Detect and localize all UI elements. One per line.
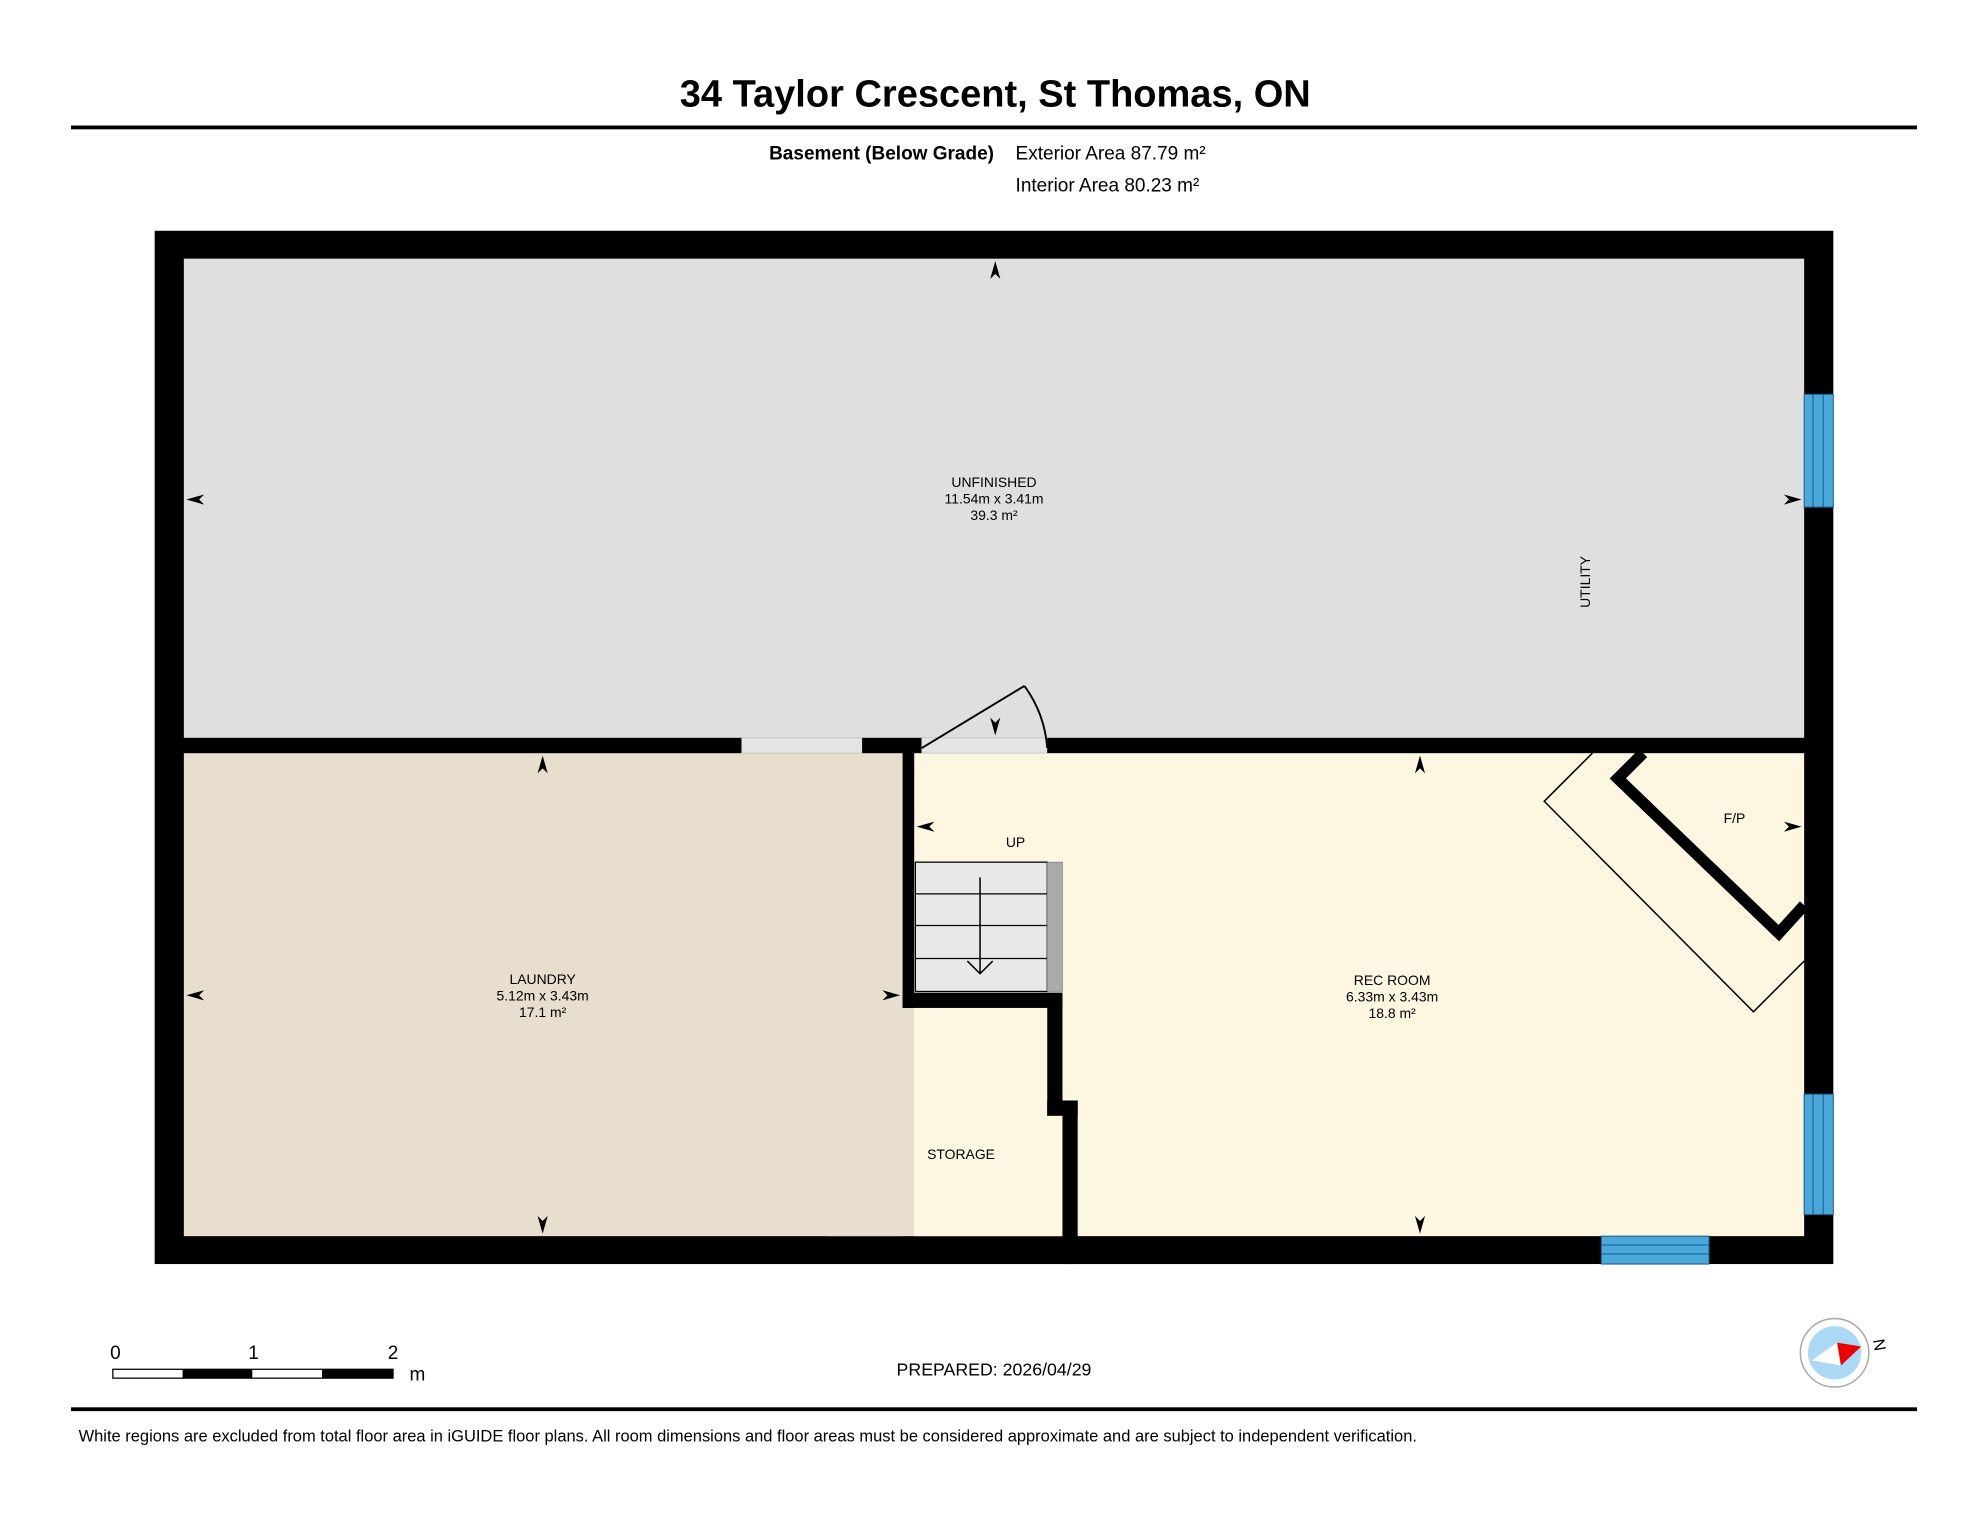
interior-wall xyxy=(902,753,915,1008)
interior-area: Interior Area 80.23 m² xyxy=(1016,175,1200,196)
exterior-area: Exterior Area 87.79 m² xyxy=(1016,144,1206,165)
arrow-down-icon xyxy=(966,877,994,975)
header-divider xyxy=(71,125,1917,130)
disclaimer: White regions are excluded from total fl… xyxy=(79,1428,1417,1446)
room-dimensions: 6.33m x 3.43m xyxy=(1346,989,1438,1005)
scale-tick: 1 xyxy=(248,1343,259,1364)
room-area: 17.1 m² xyxy=(519,1004,567,1020)
room-area: 18.8 m² xyxy=(1368,1005,1416,1021)
scale-tick: 0 xyxy=(110,1343,121,1364)
door-icon xyxy=(921,685,1049,749)
footer-divider xyxy=(71,1407,1917,1412)
room-name: LAUNDRY xyxy=(509,971,575,987)
scale-tick: 2 xyxy=(388,1343,399,1364)
dimension-arrows xyxy=(186,261,1802,1234)
page-title: 34 Taylor Crescent, St Thomas, ON xyxy=(680,73,1311,115)
opening xyxy=(741,737,863,754)
stairs-label: UP xyxy=(1006,834,1025,850)
interior-wall xyxy=(902,992,1063,1008)
interior-wall xyxy=(183,737,742,754)
compass-north-label: N xyxy=(1869,1338,1889,1353)
room-laundry xyxy=(183,753,903,1237)
stairs xyxy=(914,861,1063,993)
interior-wall xyxy=(1047,737,1805,754)
door-opening xyxy=(921,737,1048,754)
floor-label: Basement (Below Grade) xyxy=(769,144,994,165)
window xyxy=(1803,393,1834,508)
room-area: 39.3 m² xyxy=(970,507,1018,523)
room-name: REC ROOM xyxy=(1354,972,1431,988)
room-name: UNFINISHED xyxy=(951,474,1036,490)
scale-bar: 0 1 2 m xyxy=(110,1343,425,1386)
room-dimensions: 5.12m x 3.43m xyxy=(497,987,589,1003)
interior-wall xyxy=(1047,992,1063,1116)
interior-wall xyxy=(1047,1100,1078,1116)
room-unfinished xyxy=(183,258,1805,738)
room-name: UTILITY xyxy=(1577,556,1593,608)
window xyxy=(1803,1093,1834,1216)
interior-wall xyxy=(862,737,922,754)
fireplace xyxy=(1543,749,1809,1013)
compass-icon: N xyxy=(1799,1317,1889,1388)
room-name: STORAGE xyxy=(927,1146,995,1162)
room-dimensions: 11.54m x 3.41m xyxy=(945,490,1044,506)
scale-unit: m xyxy=(410,1365,426,1386)
interior-wall xyxy=(1062,1100,1078,1265)
fireplace-label: F/P xyxy=(1724,810,1746,826)
prepared-date: PREPARED: 2026/04/29 xyxy=(897,1360,1092,1380)
window xyxy=(1600,1235,1710,1265)
